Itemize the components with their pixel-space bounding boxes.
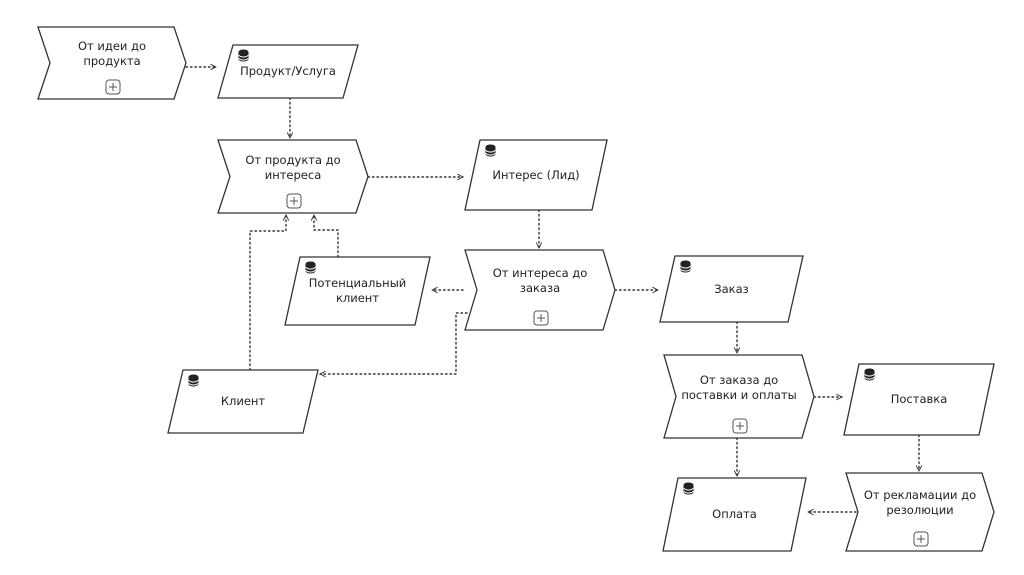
process-shape xyxy=(217,139,369,214)
process-shape xyxy=(37,26,187,100)
database-icon xyxy=(864,368,875,381)
expand-plus-icon[interactable] xyxy=(732,418,748,434)
arrow-client-to-product-to-interest xyxy=(249,214,286,371)
expand-plus-icon[interactable] xyxy=(286,193,302,209)
node-product-to-interest[interactable] xyxy=(217,139,369,214)
node-order[interactable] xyxy=(659,255,804,323)
data-object-shape xyxy=(284,256,431,326)
node-idea-to-product[interactable] xyxy=(37,26,187,100)
data-object-shape xyxy=(217,44,359,99)
node-interest-lead[interactable] xyxy=(464,139,608,211)
node-product-service[interactable] xyxy=(217,44,359,99)
expand-plus-icon[interactable] xyxy=(913,531,929,547)
database-icon xyxy=(680,260,691,273)
node-complaint-to-resolution[interactable] xyxy=(845,472,995,552)
expand-plus-icon[interactable] xyxy=(105,79,121,95)
database-icon xyxy=(305,261,316,274)
node-interest-to-order[interactable] xyxy=(464,249,616,331)
database-icon xyxy=(485,144,496,157)
data-object-shape xyxy=(843,363,995,436)
database-icon xyxy=(238,49,249,62)
process-shape xyxy=(663,354,815,439)
node-payment[interactable] xyxy=(662,477,807,552)
data-object-shape xyxy=(464,139,608,211)
expand-plus-icon[interactable] xyxy=(533,310,549,326)
node-order-to-delivery[interactable] xyxy=(663,354,815,439)
node-potential-client[interactable] xyxy=(284,256,431,326)
arrow-interest-to-order-to-client xyxy=(319,312,468,374)
data-object-shape xyxy=(167,369,319,434)
data-object-shape xyxy=(659,255,804,323)
process-shape xyxy=(464,249,616,331)
node-client[interactable] xyxy=(167,369,319,434)
database-icon xyxy=(683,482,694,495)
process-shape xyxy=(845,472,995,552)
arrow-potential-client-to-product-to-interest xyxy=(314,214,339,258)
data-object-shape xyxy=(662,477,807,552)
database-icon xyxy=(188,374,199,387)
node-delivery[interactable] xyxy=(843,363,995,436)
